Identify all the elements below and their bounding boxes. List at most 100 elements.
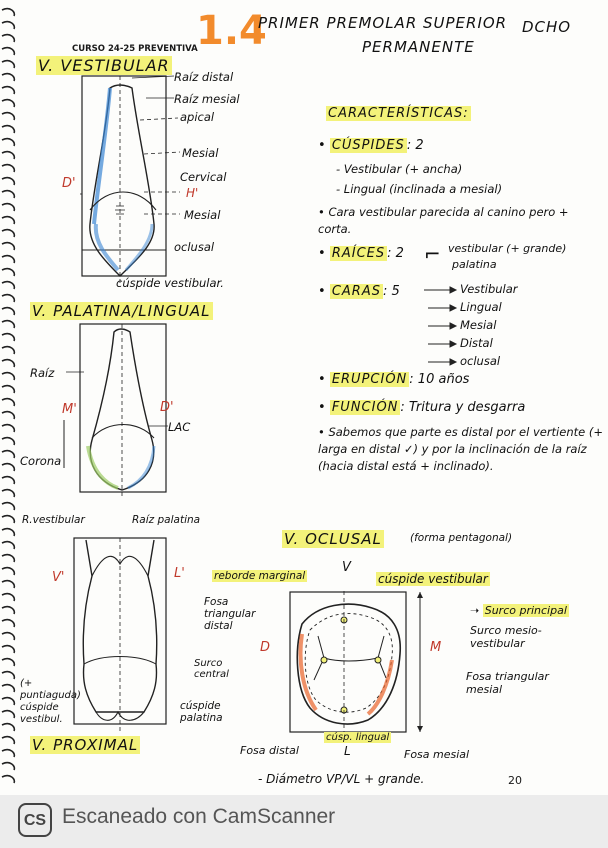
proximal-cuspide-palatina: cúspide palatina xyxy=(180,700,223,724)
spiral-ring xyxy=(1,384,16,394)
spiral-ring xyxy=(1,748,16,758)
oclusal-fosa-tri-mesial: Fosa triangular mesial xyxy=(466,670,549,696)
oclusal-surco-mesio: Surco mesio-vestibular xyxy=(470,624,542,650)
spiral-ring xyxy=(1,124,16,134)
caras-item-lingual: Lingual xyxy=(460,300,502,314)
caras-arrows xyxy=(424,286,458,366)
spiral-ring xyxy=(1,735,16,745)
oclusal-heading-note: (forma pentagonal) xyxy=(410,532,513,544)
oclusal-heading: V. OCLUSAL xyxy=(282,530,384,548)
spiral-ring xyxy=(1,85,16,95)
spiral-ring xyxy=(1,436,16,446)
vestibular-leader-lines xyxy=(131,75,180,215)
vestibular-h-label: H' xyxy=(186,186,199,200)
vestibular-cervical: Cervical xyxy=(180,170,227,184)
raices-row: • RAÍCES: 2 xyxy=(318,246,404,261)
caras-item-mesial: Mesial xyxy=(460,318,497,332)
spiral-ring xyxy=(1,462,16,472)
spiral-ring xyxy=(1,501,16,511)
oclusal-surco-central: Surco central xyxy=(194,658,229,680)
palatina-heading: V. PALATINA/LINGUAL xyxy=(30,302,213,320)
spiral-ring xyxy=(1,761,16,771)
spiral-ring xyxy=(1,709,16,719)
oclusal-cuspide-vest: cúspide vestibular xyxy=(376,572,490,586)
caras-row: • CARAS: 5 xyxy=(318,284,400,299)
caras-item-vestibular: Vestibular xyxy=(460,282,518,296)
scanner-footer xyxy=(0,795,608,848)
spiral-ring xyxy=(1,163,16,173)
caras-item-distal: Distal xyxy=(460,336,493,350)
oclusal-m-label: M xyxy=(430,640,442,655)
vestibular-d-label: D' xyxy=(62,176,76,191)
spiral-ring xyxy=(1,358,16,368)
spiral-ring xyxy=(1,774,16,784)
spiral-ring xyxy=(1,410,16,420)
oclusal-fosa-tri-distal: Fosa triangular distal xyxy=(204,596,256,632)
spiral-ring xyxy=(1,72,16,82)
title-line1: PRIMER PREMOLAR SUPERIOR xyxy=(258,14,508,32)
spiral-ring xyxy=(1,696,16,706)
spiral-ring xyxy=(1,280,16,290)
spiral-ring xyxy=(1,722,16,732)
proximal-l-label: L' xyxy=(174,566,185,581)
proximal-tooth-drawing xyxy=(73,537,167,732)
oclusal-tooth-drawing xyxy=(289,590,423,740)
caras-item-oclusal: oclusal xyxy=(460,354,501,368)
spiral-ring xyxy=(1,111,16,121)
spiral-ring xyxy=(1,267,16,277)
spiral-ring xyxy=(1,605,16,615)
spiral-ring xyxy=(1,683,16,693)
spiral-ring xyxy=(1,137,16,147)
vestibular-apical: apical xyxy=(180,110,215,124)
vestibular-oclusal: oclusal xyxy=(174,240,215,254)
spiral-ring xyxy=(1,449,16,459)
vestibular-tooth-drawing xyxy=(80,75,167,284)
vestibular-heading: V. VESTIBULAR xyxy=(36,56,172,75)
spiral-ring xyxy=(1,514,16,524)
proximal-raiz-palatina: Raíz palatina xyxy=(132,514,201,526)
erupcion-row: • ERUPCIÓN: 10 años xyxy=(318,372,470,387)
raices-item-2: palatina xyxy=(452,258,497,271)
spiral-ring xyxy=(1,215,16,225)
spiral-ring xyxy=(1,241,16,251)
spiral-ring xyxy=(1,566,16,576)
vestibular-mesial: Mesial xyxy=(182,146,219,160)
spiral-ring xyxy=(1,228,16,238)
palatina-m-label: M' xyxy=(62,402,77,417)
diametro-note: - Diámetro VP/VL + grande. xyxy=(258,772,425,786)
scanner-watermark-text: Escaneado con CamScanner xyxy=(62,805,336,828)
spiral-ring xyxy=(1,332,16,342)
palatina-d-label: D' xyxy=(160,400,174,415)
proximal-puntiaguda-note: (+ puntiaguda) cúspide vestibul. xyxy=(20,678,81,725)
lesson-number: 1.4 xyxy=(196,8,267,54)
spiral-ring xyxy=(1,553,16,563)
spiral-ring xyxy=(1,579,16,589)
spiral-ring xyxy=(1,488,16,498)
spiral-ring xyxy=(1,527,16,537)
proximal-v-label: V' xyxy=(52,570,65,585)
funcion-row: • FUNCIÓN: Tritura y desgarra xyxy=(318,400,526,415)
course-label: CURSO 24-25 PREVENTIVA xyxy=(72,44,198,54)
spiral-ring xyxy=(1,670,16,680)
oclusal-v-label: V xyxy=(342,560,351,575)
spiral-ring xyxy=(1,618,16,628)
title-side: DCHO xyxy=(522,18,572,36)
oclusal-surco-principal: ➝ Surco principal xyxy=(470,604,569,617)
spiral-ring xyxy=(1,475,16,485)
spiral-ring xyxy=(1,631,16,641)
oclusal-l-label: L xyxy=(344,744,351,758)
spiral-ring xyxy=(1,46,16,56)
spiral-ring xyxy=(1,7,16,17)
spiral-ring xyxy=(1,644,16,654)
title-line2: PERMANENTE xyxy=(362,38,475,56)
spiral-ring xyxy=(1,33,16,43)
spiral-ring xyxy=(1,150,16,160)
oclusal-cusp-lingual: cúsp. lingual xyxy=(324,732,392,743)
spiral-ring xyxy=(1,657,16,667)
palatina-tooth-drawing xyxy=(79,323,167,498)
spiral-ring xyxy=(1,176,16,186)
vestibular-raiz-distal: Raíz distal xyxy=(174,70,234,84)
spiral-ring xyxy=(1,189,16,199)
spiral-ring xyxy=(1,293,16,303)
